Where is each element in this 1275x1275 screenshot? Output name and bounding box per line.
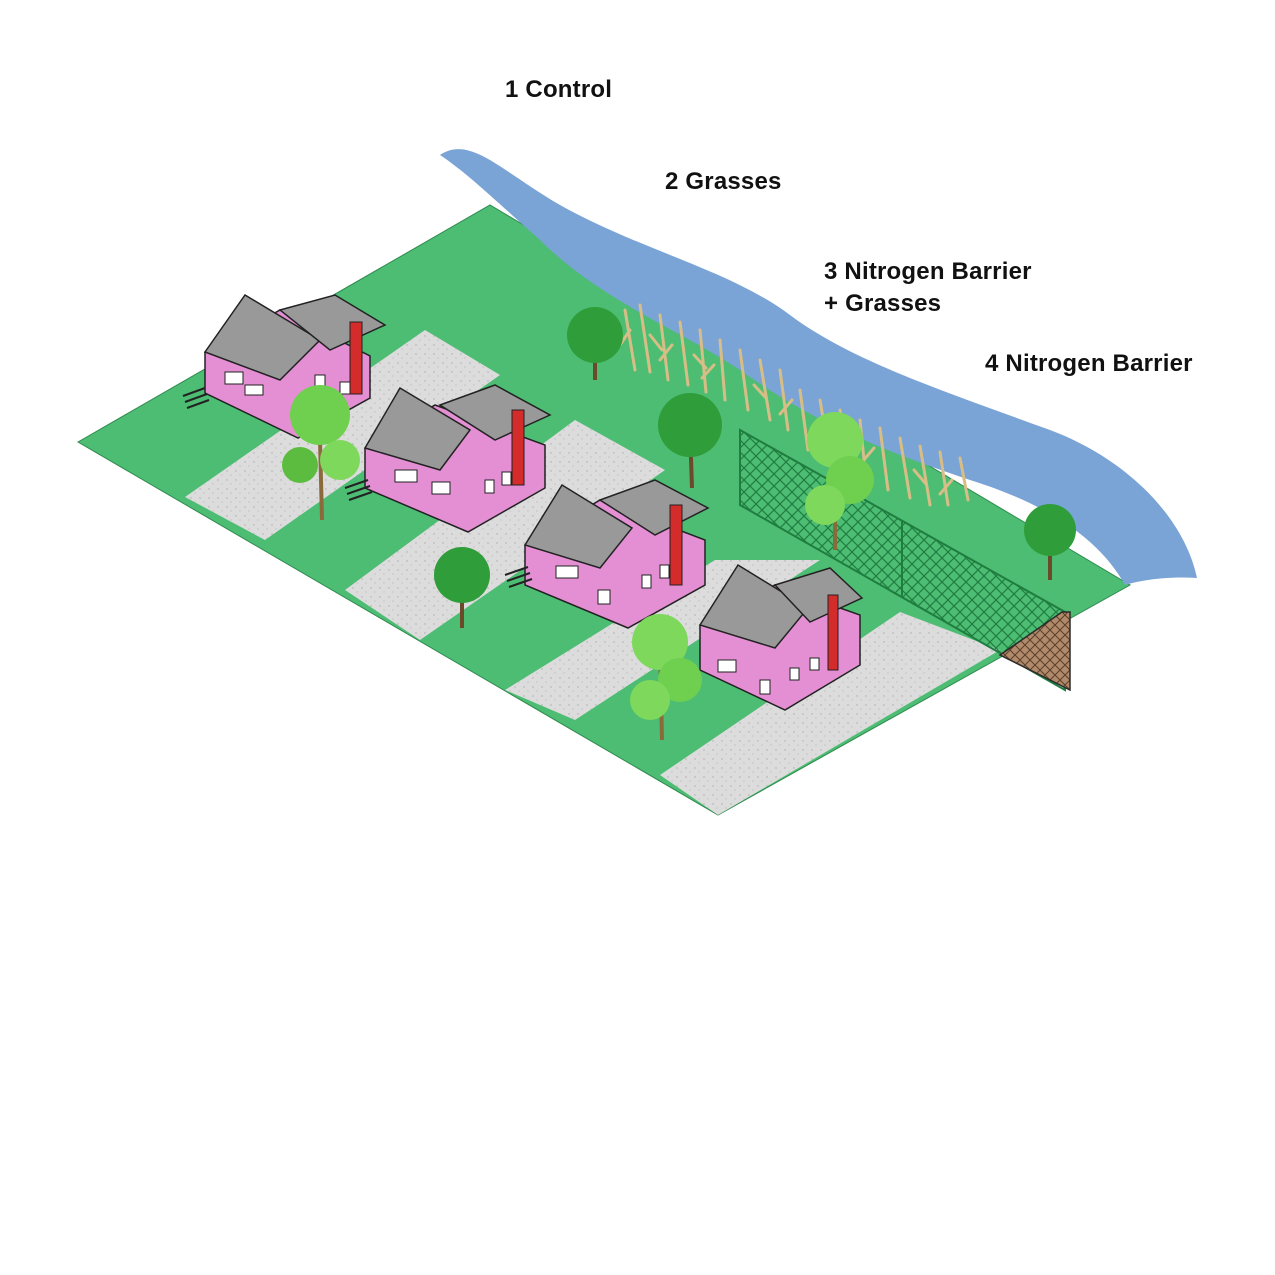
label-zone-3-nitrogen-barrier-grasses: 3 Nitrogen Barrier + Grasses — [824, 256, 1032, 320]
label-zone-4-nitrogen-barrier: 4 Nitrogen Barrier — [985, 348, 1193, 380]
label-text: 1 Control — [505, 76, 613, 103]
label-text: 4 Nitrogen Barrier — [985, 350, 1193, 377]
house-icon — [698, 563, 864, 711]
tree-icon — [805, 412, 874, 550]
label-text: 3 Nitrogen Barrier — [824, 258, 1032, 285]
tree-icon — [1024, 504, 1076, 580]
house-icon — [504, 479, 710, 629]
label-text: + Grasses — [824, 290, 942, 317]
house-icon — [344, 384, 552, 533]
label-zone-2-grasses: 2 Grasses — [665, 166, 782, 198]
grass-icon — [618, 303, 970, 507]
tree-icon — [434, 547, 490, 628]
label-text: 2 Grasses — [665, 168, 782, 195]
river-icon — [440, 149, 1197, 586]
tree-icon — [282, 385, 360, 521]
label-zone-1-control: 1 Control — [505, 74, 612, 106]
tree-icon — [630, 614, 702, 741]
tree-icon — [658, 393, 722, 489]
tree-icon — [567, 307, 623, 380]
